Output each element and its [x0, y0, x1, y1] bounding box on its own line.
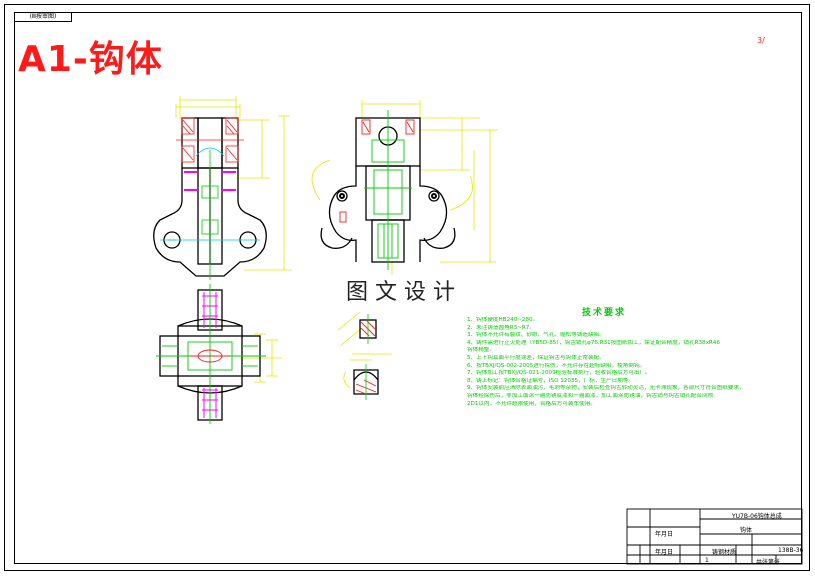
tech-note: 钩体精整。 — [467, 347, 495, 354]
outer-border — [4, 4, 810, 571]
tech-note: 7、钩体加工按TBXJ/QS-021-2009检验标准执行，验收合格后方可出厂。 — [467, 370, 651, 377]
tech-requirements-title: 技术要求 — [582, 308, 627, 318]
corner-label: (Ⅲ按审图) — [14, 12, 72, 22]
title-block-date-row: 年月日 — [655, 531, 674, 538]
title-block-qty: 1 — [705, 557, 709, 564]
inner-frame — [14, 12, 802, 564]
tech-note: 2、未注铸造圆角R3~R7。 — [467, 324, 535, 331]
revision-mark: 3/ — [757, 36, 765, 45]
tech-note: 5、上下钩耳面平行度误差，保证钩舌与钩体正常装配。 — [467, 354, 605, 361]
drawing-title: A1-钩体 — [18, 39, 163, 80]
watermark-text: 图文设计 — [342, 274, 467, 306]
title-block-date-row: 年月日 — [655, 549, 674, 556]
tech-note: 6、按TBXJ/QS-002-2005进行探伤，不允许存在超标缺陷，棱角倒钝。 — [467, 362, 646, 369]
tech-note: 8、铸上标记：钩体合格证编号，ISO 12035，厂标，生产日期等。 — [467, 377, 634, 384]
section-details — [337, 311, 392, 400]
tech-note: 9、钩体安装前应清除表面油污、毛刺等杂物，安装后检查钩舌转动灵活，无卡滞现象，各… — [467, 385, 745, 392]
side-view — [311, 100, 498, 276]
tech-requirements-list: 1、钩体硬度HB240~280。 2、未注铸造圆角R3~R7。 3、钩体不允许有… — [467, 317, 789, 408]
title-block-drawing-no: 138B-36 — [778, 547, 804, 554]
title-block-grid — [626, 508, 803, 565]
tech-note: 2D1以内，不允许超限使用，合格后方可装车使用。 — [467, 400, 596, 407]
tech-note: 4、铸件需进行正火处理（YB5D-85），钩舌销孔φ76,R31按图纸加工，保证… — [467, 339, 720, 346]
top-view — [156, 284, 282, 424]
tech-note: 钩体经探伤后，非加工面涂一遍防锈底漆和一遍面漆，加工面涂防锈油，钩舌销与钩舌销孔… — [467, 392, 714, 399]
title-block-drawing-name: YU7B-06钩体总成 — [732, 513, 782, 520]
tech-note: 3、钩体不允许有裂纹、砂眼、气孔、缩松等铸造缺陷。 — [467, 332, 605, 339]
title-block-material: 铸钢材质 — [712, 549, 737, 556]
front-view — [153, 96, 292, 280]
tech-note: 1、钩体硬度HB240~280。 — [467, 317, 539, 323]
title-block-part-name: 钩体 — [740, 527, 753, 534]
title-block-sheet-count: 共张第张 — [756, 559, 781, 566]
